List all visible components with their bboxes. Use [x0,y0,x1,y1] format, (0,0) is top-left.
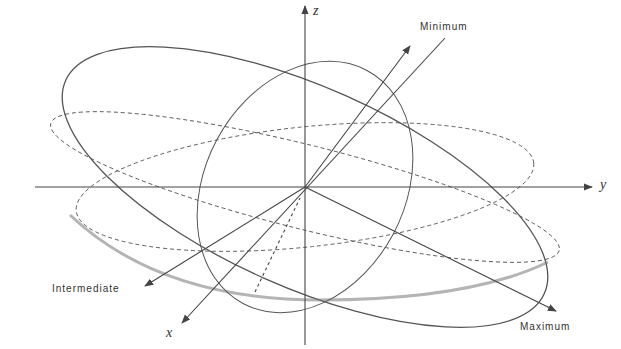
axis-letter: x [166,326,172,340]
axis-letter: z [313,4,318,18]
ellipsoid-outline [25,0,585,349]
axis-letter: y [600,178,606,192]
minimum-axis [305,46,410,187]
axis-name: Minimum [420,22,468,32]
axis-name: Intermediate [52,284,120,294]
axis-name: Maximum [520,322,570,332]
shaded-rim [70,215,548,300]
minimum-axis-hidden [255,198,300,292]
z-axis [304,6,305,345]
maximum-axis [305,187,556,311]
y-axis [35,186,592,187]
x-axis [182,38,445,323]
intermediate-axis [145,187,305,286]
